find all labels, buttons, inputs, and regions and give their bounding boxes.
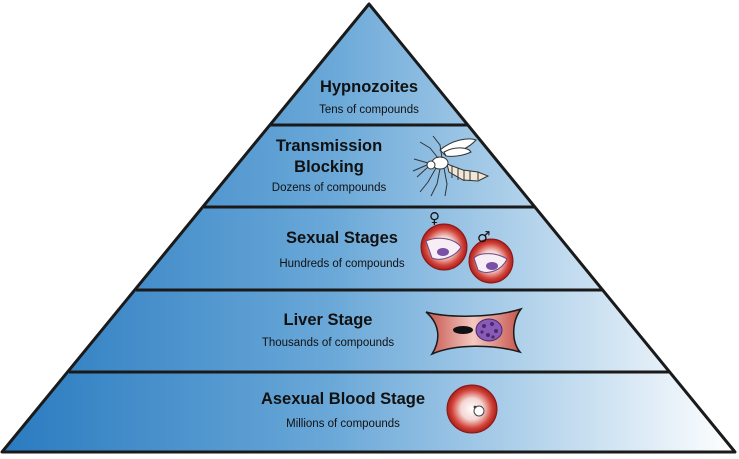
tier-title-transmission-line2: Blocking <box>294 158 364 176</box>
tier-title-asexual-blood-stage: Asexual Blood Stage <box>260 390 426 408</box>
tier-title-liver-stage: Liver Stage <box>283 311 373 329</box>
male-symbol-icon: ♂ <box>477 228 491 246</box>
tier-title-sexual-stages: Sexual Stages <box>286 229 398 247</box>
tier-subtitle-hypnozoites: Tens of compounds <box>319 104 419 116</box>
tier-title-hypnozoites: Hypnozoites <box>319 78 419 96</box>
mosquito-icon <box>412 135 490 197</box>
tier-subtitle-asexual-blood-stage: Millions of compounds <box>286 418 400 430</box>
tier-subtitle-liver-stage: Thousands of compounds <box>261 337 395 349</box>
hepatocyte-icon <box>425 307 523 356</box>
tier-subtitle-transmission: Dozens of compounds <box>271 182 387 194</box>
female-symbol-icon: ♀ <box>429 209 440 227</box>
tier-subtitle-sexual-stages: Hundreds of compounds <box>279 258 405 270</box>
tier-title-transmission-line1: Transmission <box>275 137 383 155</box>
red-blood-cell-icon <box>446 384 498 434</box>
gametocyte-cells-icon <box>420 223 514 284</box>
